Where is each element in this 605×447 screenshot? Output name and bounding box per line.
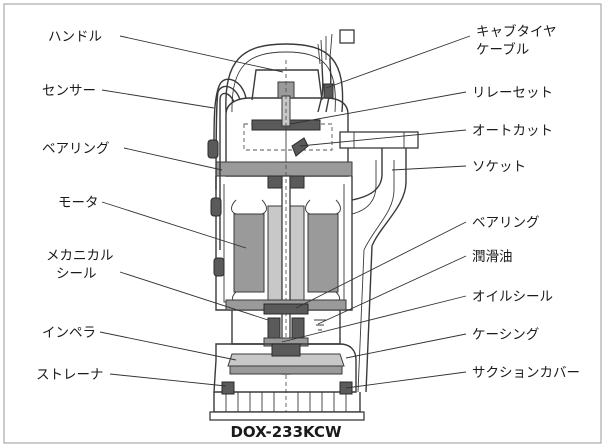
pump-body: [207, 29, 419, 421]
label-strainer: ストレーナ: [36, 367, 104, 383]
label-bearing-upper: ベアリング: [42, 141, 110, 157]
cable-terminal-box: [339, 29, 355, 44]
sensor-float-2: [210, 197, 222, 217]
upper-bearing-band: [215, 161, 353, 177]
labels-right: キャブタイヤ ケーブル リレーセット オートカット ソケット ベアリング 潤滑油…: [472, 23, 580, 381]
label-sensor: センサー: [42, 83, 96, 99]
label-mechanical-seal-line1: メカニカル: [46, 248, 114, 264]
sensor-float-3: [213, 257, 225, 277]
base: [209, 411, 365, 421]
label-mechanical-seal-line2: シール: [56, 266, 97, 282]
suction-cover: [221, 381, 235, 395]
label-auto-cut: オートカット: [472, 123, 553, 139]
casing: [213, 343, 357, 393]
impeller: [227, 353, 345, 367]
label-bearing-lower: ベアリング: [472, 215, 540, 231]
label-socket: ソケット: [472, 159, 526, 175]
motor-cover: [225, 97, 349, 177]
label-suction-cover: サクションカバー: [472, 365, 580, 381]
handle-bar: [225, 43, 344, 113]
auto-cut: [291, 137, 309, 157]
stator-left: [233, 213, 265, 293]
socket: [339, 131, 419, 149]
diagram-frame: [3, 3, 602, 444]
label-handle: ハンドル: [48, 29, 102, 45]
stator-right: [307, 213, 339, 293]
label-motor: モータ: [58, 195, 99, 211]
sensor-cable-1: [213, 78, 247, 147]
label-cabtyre-cable-line2: ケーブル: [476, 41, 529, 58]
leader-lines: [99, 35, 471, 389]
label-impeller: インペラ: [42, 325, 96, 341]
oil-level-mark: [314, 319, 326, 331]
discharge-pipe: [351, 145, 407, 393]
label-lubricating-oil: 潤滑油: [472, 249, 513, 265]
lower-bearing: [263, 303, 309, 315]
label-cabtyre-cable-line1: キャブタイヤ: [476, 23, 557, 40]
strainer: [213, 392, 361, 413]
label-oil-seal: オイルシール: [472, 289, 553, 305]
mechanical-seal: [267, 317, 281, 341]
labels-left: ハンドル センサー ベアリング モータ メカニカル シール インペラ ストレーナ: [36, 29, 114, 383]
label-casing: ケーシング: [472, 327, 539, 343]
model-name: DOX-233KCW: [230, 423, 342, 441]
label-relay-set: リレーセット: [472, 85, 553, 101]
sensor-float-1: [207, 139, 219, 159]
